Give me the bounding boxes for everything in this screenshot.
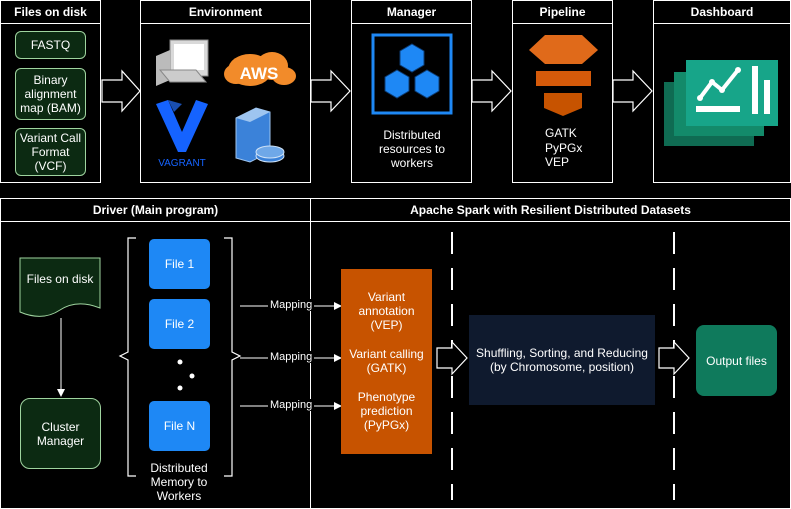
manager-description: Distributed resources to workers [378,128,446,170]
svg-text:VAGRANT: VAGRANT [158,158,206,169]
mapping-label: Mapping [268,351,315,363]
tool-label: PyPGx [545,140,583,155]
cubes-icon [371,33,453,115]
panel-title: Environment [141,1,310,24]
distributed-memory-label: Distributed Memory to Workers [150,461,208,503]
right-brace [224,237,242,477]
vagrant-icon: VAGRANT [156,100,208,169]
block-arrow [310,69,351,113]
output-files: Output files [696,325,777,396]
pipeline-tools: GATK PyPGx VEP [545,126,605,170]
driver-files-on-disk: Files on disk [26,272,94,286]
block-arrow [612,69,653,113]
aws-icon: AWS [224,52,296,86]
panel-title: Driver (Main program) [1,199,310,222]
file-type-vcf: Variant Call Format (VCF) [15,128,86,176]
task-pypgx: Phenotype prediction (PyPGx) [357,390,416,432]
stack-layers-icon [529,35,598,116]
file-type-bam: Binary alignment map (BAM) [15,68,86,120]
server-database-icon [235,107,285,163]
panel-title: Manager [352,1,471,24]
pipeline-panel: Pipeline [512,0,613,183]
tool-label: GATK [545,126,577,140]
task-vep: Variant annotation (VEP) [358,290,415,332]
block-arrow [436,340,468,376]
panel-title: Files on disk [1,1,100,24]
cluster-manager: Cluster Manager [20,398,101,469]
panel-title: Dashboard [654,1,790,24]
svg-text:AWS: AWS [240,64,279,83]
file-node: File 2 [149,299,210,349]
computer-icon [156,39,209,86]
shuffle-reduce-box: Shuffling, Sorting, and Reducing (by Chr… [469,315,655,405]
ellipsis-dots [177,359,195,391]
panel-title: Pipeline [513,1,612,24]
mapping-label: Mapping [268,299,315,311]
file-type-fastq: FASTQ [15,31,86,59]
files-on-disk-panel: Files on disk [0,0,101,183]
task-gatk: Variant calling (GATK) [349,347,424,375]
mapping-label: Mapping [268,399,315,411]
block-arrow [101,69,141,113]
dashboard-cards-icon [664,60,778,146]
left-brace [118,237,136,477]
environment-panel: Environment [140,0,311,183]
tool-label: VEP [545,155,570,169]
block-arrow [658,340,690,376]
task-box: Variant annotation (VEP) Variant calling… [341,269,432,454]
block-arrow [471,69,512,113]
manager-panel: Manager [351,0,472,183]
dashboard-panel: Dashboard [653,0,791,183]
file-node: File N [149,401,210,451]
file-node: File 1 [149,239,210,289]
panel-title: Apache Spark with Resilient Distributed … [311,199,790,222]
